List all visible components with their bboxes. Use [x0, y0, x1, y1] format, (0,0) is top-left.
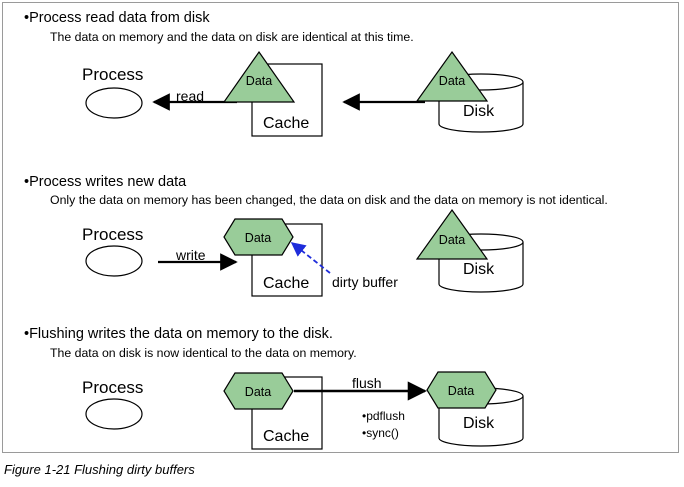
disk-data-label: Data: [448, 384, 474, 398]
cache-label: Cache: [263, 275, 309, 292]
flush-label: flush: [352, 375, 382, 391]
cache-data-hexagon: [223, 218, 294, 256]
disk-label: Disk: [463, 261, 495, 278]
process-ellipse: [85, 87, 143, 119]
cache-label: Cache: [263, 428, 309, 445]
section-1-diagram: Process read Data Cache Data Disk: [82, 50, 524, 137]
process-ellipse: [85, 245, 143, 277]
cache-label: Cache: [263, 115, 309, 132]
section-3-heading: •Flushing writes the data on memory to t…: [24, 326, 333, 342]
disk-label: Disk: [463, 415, 495, 432]
figure-caption: Figure 1-21 Flushing dirty buffers: [4, 462, 195, 477]
dirty-buffer-label: dirty buffer: [332, 274, 398, 290]
read-label: read: [176, 88, 204, 104]
section-2-diagram: Process write Data Cache dirty buffer Da…: [82, 208, 524, 297]
process-ellipse: [85, 398, 143, 430]
disk-data-hexagon: [426, 371, 497, 409]
disk-data-triangle: [415, 50, 489, 102]
cache-data-hexagon: [223, 372, 294, 410]
write-label: write: [175, 247, 206, 263]
cache-data-label: Data: [246, 74, 272, 88]
cache-data-triangle: [222, 50, 296, 103]
section-3-diagram: Process Data Cache flush •pdflush •sync(…: [82, 371, 524, 450]
section-2-note: Only the data on memory has been changed…: [50, 193, 608, 207]
section-1-note: The data on memory and the data on disk …: [50, 30, 414, 44]
section-2-heading: •Process writes new data: [24, 174, 187, 190]
cache-data-label: Data: [245, 231, 271, 245]
process-label: Process: [82, 378, 143, 397]
disk-label: Disk: [463, 103, 495, 120]
process-label: Process: [82, 65, 143, 84]
process-label: Process: [82, 225, 143, 244]
pdflush-label: •pdflush: [362, 409, 405, 423]
disk-data-label: Data: [439, 233, 465, 247]
section-3-note: The data on disk is now identical to the…: [50, 346, 357, 360]
sync-label: •sync(): [362, 426, 399, 440]
disk-data-label: Data: [439, 74, 465, 88]
cache-data-label: Data: [245, 385, 271, 399]
section-1-heading: •Process read data from disk: [24, 10, 210, 26]
disk-data-triangle: [415, 208, 489, 260]
figure-frame: [2, 2, 679, 453]
dirty-buffer-arrow: [290, 242, 331, 274]
